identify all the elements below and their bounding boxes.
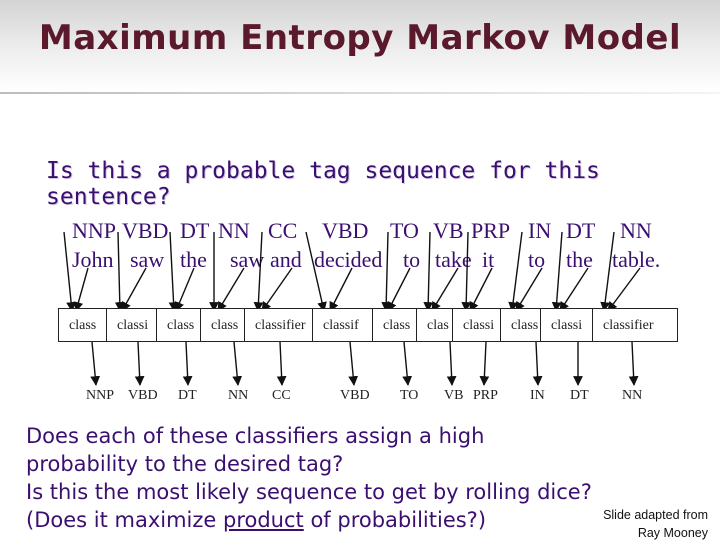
top-tag: TO xyxy=(390,218,419,243)
body-line: (Does it maximize product of probabiliti… xyxy=(26,506,592,534)
output-arrow xyxy=(232,341,243,386)
classifier-box: classifier xyxy=(244,308,320,342)
classifier-box: classi xyxy=(540,308,596,342)
top-tag: CC xyxy=(268,218,298,243)
credit-line: Slide adapted from xyxy=(603,508,708,522)
sentence-word: decided xyxy=(314,247,383,272)
credit-line: Ray Mooney xyxy=(637,526,708,540)
input-arrow xyxy=(63,231,76,312)
body-line: probability to the desired tag? xyxy=(26,452,344,476)
top-tag: NN xyxy=(218,218,250,243)
input-arrow xyxy=(114,231,125,312)
sentence-word: the xyxy=(566,247,593,272)
input-arrow xyxy=(305,231,327,312)
output-arrow xyxy=(479,341,490,386)
sentence-word: to xyxy=(403,247,421,272)
output-arrow xyxy=(134,341,145,386)
output-tag: VBD xyxy=(340,388,370,403)
output-tag: CC xyxy=(272,388,291,403)
body-line-end: of probabilities?) xyxy=(303,508,487,532)
title-divider xyxy=(0,92,720,94)
input-arrow xyxy=(508,231,523,312)
body-line-start: (Does it maximize xyxy=(26,508,223,532)
input-arrow xyxy=(431,267,459,312)
input-arrow xyxy=(121,267,147,312)
top-tag: VBD xyxy=(122,218,169,243)
classifier-box: classifier xyxy=(592,308,678,342)
output-arrow xyxy=(348,341,359,386)
classifier-box: class xyxy=(200,308,246,342)
output-arrow xyxy=(182,341,193,386)
top-tag: VBD xyxy=(322,218,369,243)
sentence-word: table. xyxy=(612,247,661,272)
output-tag: VB xyxy=(444,388,464,403)
top-tag: NN xyxy=(620,218,652,243)
output-tag: VBD xyxy=(128,388,158,403)
slide-credit: Slide adapted from Ray Mooney xyxy=(603,506,708,542)
classifier-box: class xyxy=(372,308,422,342)
output-tag: NN xyxy=(622,388,643,403)
body-text: Does each of these classifiers assign a … xyxy=(26,422,592,534)
output-tag: NNP xyxy=(86,388,115,403)
sentence-word: it xyxy=(482,247,495,272)
input-arrow xyxy=(423,231,434,312)
input-arrow xyxy=(551,231,563,312)
slide-title: Maximum Entropy Markov Model xyxy=(38,18,682,58)
input-arrow xyxy=(387,267,411,312)
top-tag: NNP xyxy=(72,218,117,243)
top-tag: DT xyxy=(566,218,596,243)
input-arrow xyxy=(469,267,493,312)
output-arrow xyxy=(276,341,287,386)
output-tag: DT xyxy=(570,388,589,403)
input-arrow xyxy=(168,231,179,312)
output-arrow xyxy=(628,341,639,386)
question-text: Is this a probable tag sequence for this… xyxy=(46,158,600,210)
sentence-word: take xyxy=(435,247,472,272)
input-arrow xyxy=(217,267,245,312)
input-arrow xyxy=(600,231,615,312)
title-banner xyxy=(0,0,720,92)
input-arrow xyxy=(253,231,264,312)
output-arrow xyxy=(402,341,413,386)
input-arrow xyxy=(461,231,472,312)
output-tag: NN xyxy=(228,388,249,403)
sentence-word: and xyxy=(270,247,302,272)
top-tag: IN xyxy=(528,218,552,243)
sentence-word: saw xyxy=(230,247,265,272)
output-tag: DT xyxy=(178,388,197,403)
body-line: Is this the most likely sequence to get … xyxy=(26,480,592,504)
underlined-word: product xyxy=(223,508,304,532)
input-arrow xyxy=(559,267,589,312)
output-arrow xyxy=(90,341,101,386)
top-tag: VB xyxy=(433,218,464,243)
classifier-box: class xyxy=(156,308,206,342)
top-tag: DT xyxy=(180,218,210,243)
classifier-box: classi xyxy=(452,308,504,342)
input-arrow xyxy=(607,267,641,312)
output-tag: PRP xyxy=(473,388,498,403)
output-arrow xyxy=(446,341,457,386)
sentence-word: John xyxy=(72,247,114,272)
input-arrow xyxy=(381,231,392,312)
output-arrow xyxy=(532,341,543,386)
body-line: Does each of these classifiers assign a … xyxy=(26,424,485,448)
input-arrow xyxy=(261,267,293,312)
input-arrow xyxy=(329,267,353,312)
classifier-box: classi xyxy=(106,308,162,342)
output-tag: IN xyxy=(530,388,545,403)
input-arrow xyxy=(515,267,543,312)
sentence-word: to xyxy=(528,247,546,272)
sentence-word: saw xyxy=(130,247,165,272)
top-tag: PRP xyxy=(471,218,511,243)
output-tag: TO xyxy=(400,388,419,403)
input-arrow xyxy=(174,267,195,312)
input-arrow xyxy=(73,267,89,312)
